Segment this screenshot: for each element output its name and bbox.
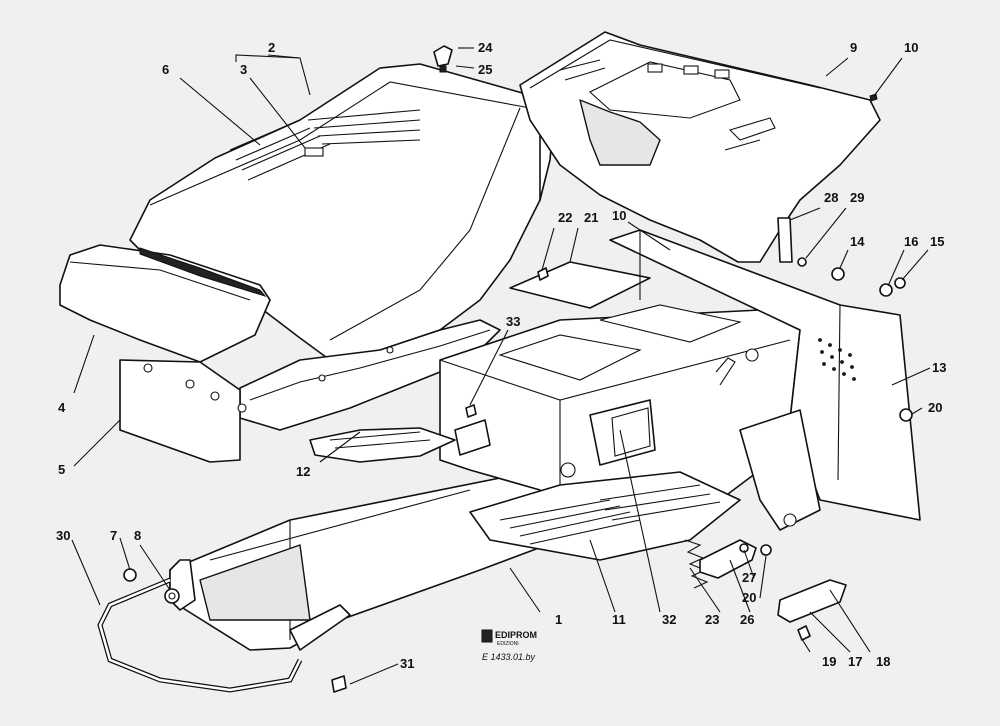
callout-20b: 20 [742, 590, 756, 605]
callout-29: 29 [850, 190, 864, 205]
callout-17: 17 [848, 654, 862, 669]
callout-20a: 20 [928, 400, 942, 415]
callout-27: 27 [742, 570, 756, 585]
callout-14: 14 [850, 234, 865, 249]
foot-step-right [469, 471, 741, 561]
callout-25: 25 [478, 62, 492, 77]
rear-body [519, 31, 881, 263]
drawing-reference: E 1433.01.by [482, 652, 536, 662]
callout-18: 18 [876, 654, 890, 669]
callout-13: 13 [932, 360, 946, 375]
callout-5: 5 [58, 462, 65, 477]
callout-4: 4 [58, 400, 66, 415]
chassis-frame [169, 229, 921, 651]
callout-21: 21 [584, 210, 598, 225]
callout-15: 15 [930, 234, 944, 249]
front-bumper-rod [97, 577, 303, 693]
callout-1: 1 [555, 612, 562, 627]
callout-16: 16 [904, 234, 918, 249]
callout-33: 33 [506, 314, 520, 329]
callout-26: 26 [740, 612, 754, 627]
lower-grille-panel [119, 359, 241, 463]
floor-plate-21 [509, 261, 651, 309]
ediprom-logo-icon [481, 629, 493, 643]
brand-name: EDIPROM [495, 630, 537, 640]
callout-10a: 10 [904, 40, 918, 55]
callout-24: 24 [478, 40, 493, 55]
callout-2: 2 [268, 40, 275, 55]
callout-28: 28 [824, 190, 838, 205]
callout-31: 31 [400, 656, 414, 671]
front-screw-bosses [143, 346, 394, 413]
callout-19: 19 [822, 654, 836, 669]
rear-panel-vent-holes [818, 338, 856, 381]
callout-labels: 1 2 3 4 5 6 7 8 9 10 10 11 12 13 14 15 1… [56, 40, 946, 671]
callout-11: 11 [612, 612, 626, 627]
callout-7: 7 [110, 528, 117, 543]
hood-vent-slats [229, 109, 421, 181]
leader-lines [71, 47, 931, 685]
callout-8: 8 [134, 528, 141, 543]
callout-12: 12 [296, 464, 310, 479]
callout-10b: 10 [612, 208, 626, 223]
foot-step-left [309, 427, 456, 463]
callout-23: 23 [705, 612, 719, 627]
callout-32: 32 [662, 612, 676, 627]
callout-6: 6 [162, 62, 169, 77]
brand-sub: EDIZIONI [497, 641, 519, 647]
publisher-mark: EDIPROM EDIZIONI E 1433.01.by [481, 629, 537, 662]
callout-30: 30 [56, 528, 70, 543]
callout-9: 9 [850, 40, 857, 55]
hood-badge [304, 147, 324, 157]
hardware [123, 45, 913, 693]
callout-22: 22 [558, 210, 572, 225]
callout-3: 3 [240, 62, 247, 77]
